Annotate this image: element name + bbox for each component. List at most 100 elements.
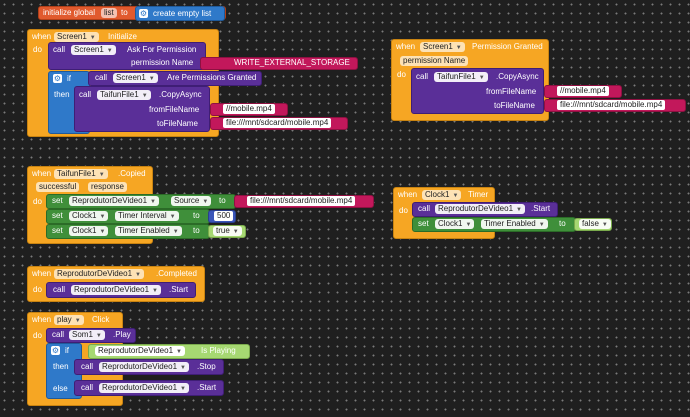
permission-granted-label: Permission Granted — [472, 42, 543, 51]
play-method-label: .Play — [113, 330, 131, 339]
interval-number-block[interactable]: 500 — [208, 210, 236, 223]
gear-icon[interactable]: ⚙ — [53, 74, 62, 83]
video-dropdown[interactable]: ReprodutorDeVideo1▼ — [435, 204, 525, 214]
set-enabled-block[interactable]: set Clock1▼ Timer Enabled▼ to — [46, 224, 210, 239]
timer-set-enabled-block[interactable]: set Clock1▼ Timer Enabled▼ to — [412, 217, 576, 232]
stop-block[interactable]: call ReprodutorDeVideo1▼ .Stop — [74, 359, 224, 375]
to-value[interactable]: file:///mnt/sdcard/mobile.mp4 — [557, 100, 666, 110]
create-empty-list-label: create empty list — [153, 9, 212, 18]
enabled-property-dropdown[interactable]: Timer Enabled▼ — [115, 226, 182, 236]
video-dropdown[interactable]: ReprodutorDeVideo1▼ — [99, 362, 189, 372]
call-label: call — [418, 204, 431, 213]
are-permissions-granted-block[interactable]: call Screen1▼ Are Permissions Granted — [88, 71, 262, 86]
copy-comp-dropdown[interactable]: TaifunFile1▼ — [434, 72, 488, 82]
copy-comp-dropdown[interactable]: TaifunFile1▼ — [97, 90, 151, 100]
to-value-block-2[interactable]: file:///mnt/sdcard/mobile.mp4 — [544, 99, 686, 112]
call-label: call — [81, 383, 94, 392]
start-label: .Start — [531, 204, 551, 213]
do-label: do — [33, 285, 42, 294]
global-var-block[interactable]: initialize global list to ⚙ create empty… — [38, 6, 226, 21]
from-file-name-label: fromFileName — [486, 87, 537, 96]
from-value-block[interactable]: //mobile.mp4 — [210, 103, 288, 116]
gear-icon[interactable]: ⚙ — [139, 9, 148, 18]
when-label: when — [398, 190, 418, 199]
set-label: set — [52, 196, 63, 205]
to-value-block[interactable]: file:///mnt/sdcard/mobile.mp4 — [210, 117, 348, 130]
clock-dropdown[interactable]: Clock1▼ — [435, 219, 475, 229]
video-dropdown[interactable]: ReprodutorDeVideo1▼ — [69, 196, 159, 206]
permission-name-param[interactable]: permission Name — [400, 56, 469, 66]
set-label: set — [418, 219, 429, 228]
to-value[interactable]: file:///mnt/sdcard/mobile.mp4 — [223, 118, 332, 128]
when-label: when — [32, 315, 52, 324]
completed-start-block[interactable]: call ReprodutorDeVideo1▼ .Start — [46, 282, 196, 298]
when-label: when — [32, 269, 52, 278]
start-block[interactable]: call ReprodutorDeVideo1▼ .Start — [74, 380, 224, 396]
when-label: when — [396, 42, 416, 51]
successful-param[interactable]: successful — [36, 182, 80, 192]
start-label: .Start — [197, 383, 217, 392]
clock-dropdown[interactable]: Clock1▼ — [69, 226, 109, 236]
copy-async-label: .CopyAsync — [496, 72, 539, 81]
screen1-dropdown[interactable]: Screen1▼ — [54, 32, 99, 42]
call-label: call — [52, 330, 65, 339]
false-value[interactable]: false▼ — [579, 219, 611, 229]
timer-start-block[interactable]: call ReprodutorDeVideo1▼ .Start — [412, 202, 558, 217]
call-label: call — [416, 72, 429, 81]
set-label: set — [52, 211, 63, 220]
timer-event-label: Timer — [468, 190, 489, 199]
clock-dropdown[interactable]: Clock1▼ — [422, 190, 462, 200]
to-label: to — [193, 226, 200, 235]
perm-comp-dropdown[interactable]: Screen1▼ — [71, 45, 116, 55]
video-dropdown[interactable]: ReprodutorDeVideo1▼ — [99, 383, 189, 393]
global-initialize-label: initialize global — [43, 8, 96, 17]
copy-async-block[interactable]: call TaifunFile1▼ .CopyAsync fromFileNam… — [74, 86, 210, 132]
source-value[interactable]: file:///mnt/sdcard/mobile.mp4 — [247, 196, 356, 206]
gear-icon[interactable]: ⚙ — [51, 346, 60, 355]
to-label: to — [193, 211, 200, 220]
source-value-block[interactable]: file:///mnt/sdcard/mobile.mp4 — [234, 195, 374, 208]
interval-value[interactable]: 500 — [214, 211, 234, 221]
video-dropdown[interactable]: ReprodutorDeVideo1▼ — [95, 346, 185, 356]
are-permissions-granted-label: Are Permissions Granted — [167, 73, 257, 82]
call-label: call — [95, 73, 108, 82]
enabled-property-dropdown[interactable]: Timer Enabled▼ — [481, 219, 548, 229]
granted-comp-dropdown[interactable]: Screen1▼ — [113, 73, 158, 83]
response-param[interactable]: response — [88, 182, 127, 192]
permission-value-block[interactable]: WRITE_EXTERNAL_STORAGE — [200, 57, 358, 70]
to-file-name-label: toFileName — [157, 119, 198, 128]
sound-dropdown[interactable]: Som1▼ — [69, 330, 105, 340]
interval-property-dropdown[interactable]: Timer Interval▼ — [115, 211, 179, 221]
permission-value[interactable]: WRITE_EXTERNAL_STORAGE — [234, 58, 350, 67]
enabled-value[interactable]: true▼ — [213, 226, 242, 236]
from-value-block-2[interactable]: //mobile.mp4 — [544, 85, 622, 98]
if-label: if — [65, 346, 69, 355]
play-dropdown[interactable]: play▼ — [54, 315, 84, 325]
clock-dropdown[interactable]: Clock1▼ — [69, 211, 109, 221]
initialize-event-label: Initialize — [108, 32, 137, 41]
global-var-name[interactable]: list — [101, 8, 117, 18]
is-playing-block[interactable]: ReprodutorDeVideo1▼ Is Playing — [88, 344, 250, 359]
enabled-bool-block[interactable]: true▼ — [208, 225, 246, 238]
set-interval-block[interactable]: set Clock1▼ Timer Interval▼ to — [46, 209, 210, 224]
video-dropdown[interactable]: ReprodutorDeVideo1▼ — [54, 269, 144, 279]
video-dropdown[interactable]: ReprodutorDeVideo1▼ — [71, 285, 161, 295]
stop-label: .Stop — [197, 362, 216, 371]
is-playing-label: Is Playing — [201, 346, 236, 355]
from-value[interactable]: //mobile.mp4 — [557, 86, 609, 96]
when-label: when — [32, 169, 52, 178]
taifun-dropdown[interactable]: TaifunFile1▼ — [54, 169, 108, 179]
from-value[interactable]: //mobile.mp4 — [223, 104, 275, 114]
set-source-block[interactable]: set ReprodutorDeVideo1▼ Source▼ to — [46, 194, 236, 209]
global-to-label: to — [121, 8, 128, 17]
ask-permission-label: Ask For Permission — [127, 45, 197, 54]
som-play-block[interactable]: call Som1▼ .Play — [46, 328, 136, 343]
ask-permission-block[interactable]: call Screen1▼ Ask For Permission permiss… — [48, 42, 206, 70]
copy-async-block-2[interactable]: call TaifunFile1▼ .CopyAsync fromFileNam… — [411, 68, 544, 114]
source-property-dropdown[interactable]: Source▼ — [171, 196, 212, 206]
false-bool-block[interactable]: false▼ — [574, 218, 612, 231]
create-empty-list-block[interactable]: ⚙ create empty list — [135, 6, 225, 21]
call-label: call — [53, 45, 66, 54]
screen1-dropdown[interactable]: Screen1▼ — [420, 42, 465, 52]
